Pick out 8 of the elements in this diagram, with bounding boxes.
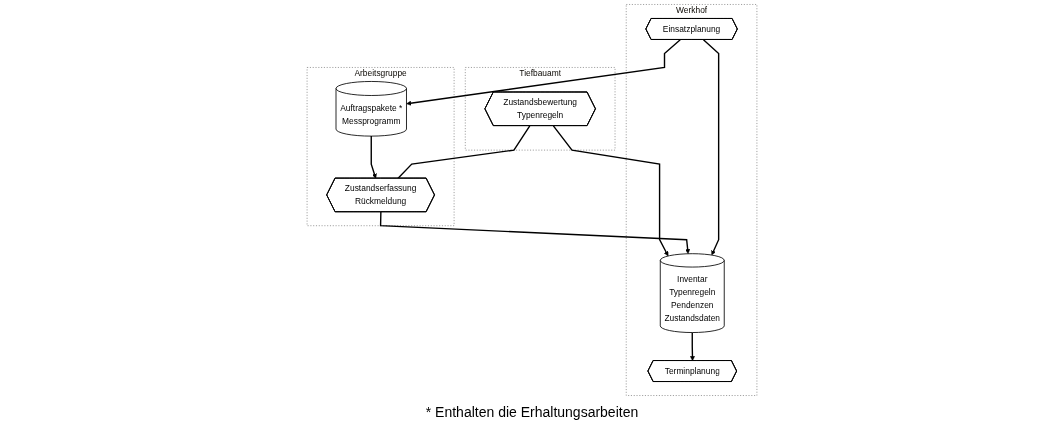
- footnote: * Enthalten die Erhaltungsarbeiten: [425, 404, 639, 420]
- connector: [397, 125, 531, 180]
- arrow: [370, 135, 377, 179]
- arrow: [552, 125, 669, 257]
- arrow: [690, 331, 695, 362]
- arrow: [406, 39, 681, 106]
- arrow: [702, 39, 720, 256]
- arrow: [379, 211, 691, 254]
